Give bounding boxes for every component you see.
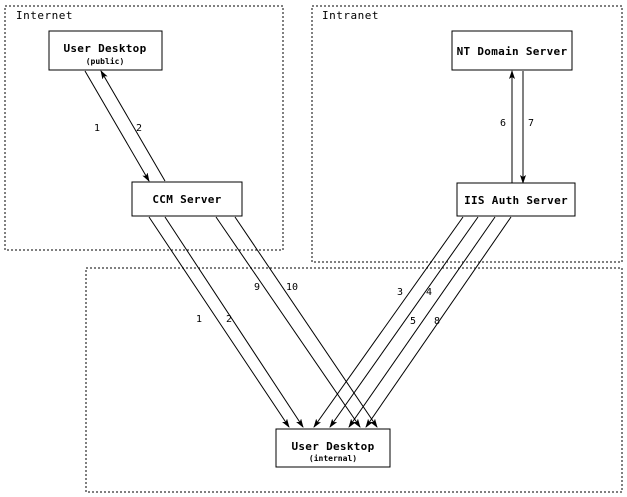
flow-line-flow-5: [348, 216, 496, 428]
flow-labels-layer: 1 2 6 7 1 2 9 10 3 4 5 8: [94, 118, 534, 327]
zone-boundary-intranet: [311, 5, 623, 263]
flow-line-flow-10: [234, 216, 378, 428]
zone-label-intranet: Intranet: [322, 9, 379, 22]
flow-line-flow-1-internal: [148, 216, 290, 428]
flows-layer: [84, 70, 526, 428]
node-ccm-server[interactable]: CCM Server: [131, 181, 243, 217]
node-label-iis-auth-server: IIS Auth Server: [464, 194, 568, 207]
node-label-ccm-server: CCM Server: [152, 193, 221, 206]
node-label-user-desktop-public: User Desktop: [63, 42, 146, 55]
zone-label-internet: Internet: [16, 9, 73, 22]
flow-step-label-flow-4: 4: [426, 287, 432, 298]
flow-step-label-flow-5: 5: [410, 316, 416, 327]
flow-step-label-flow-3: 3: [397, 287, 403, 298]
flow-step-label-flow-2-internal: 2: [226, 314, 232, 325]
node-nt-domain-server[interactable]: NT Domain Server: [451, 30, 573, 71]
zones-layer: Internet Intranet: [4, 5, 623, 493]
flow-line-flow-4: [329, 216, 479, 428]
node-user-desktop-internal[interactable]: User Desktop(internal): [275, 428, 391, 468]
node-box-user-desktop-internal[interactable]: [275, 428, 391, 468]
zone-boundary-internal-zone: [85, 267, 623, 493]
flow-step-label-flow-1-internal: 1: [196, 314, 202, 325]
flow-step-label-flow-8: 8: [434, 316, 440, 327]
flow-line-flow-2-public: [100, 70, 166, 182]
node-box-nt-domain-server[interactable]: [451, 30, 573, 71]
node-box-iis-auth-server[interactable]: [456, 182, 576, 217]
flow-step-label-flow-6-iis-to-nt: 6: [500, 118, 506, 129]
flow-line-flow-3: [313, 216, 464, 428]
node-sublabel-user-desktop-public: (public): [86, 56, 125, 66]
flow-step-label-flow-1-public: 1: [94, 123, 100, 134]
flow-line-flow-8: [365, 216, 512, 428]
flow-step-label-flow-2-public: 2: [136, 123, 142, 134]
node-box-ccm-server[interactable]: [131, 181, 243, 217]
node-label-nt-domain-server: NT Domain Server: [457, 45, 568, 58]
node-box-user-desktop-public[interactable]: [48, 30, 163, 71]
node-iis-auth-server[interactable]: IIS Auth Server: [456, 182, 576, 217]
node-label-user-desktop-internal: User Desktop: [291, 440, 374, 453]
flow-line-flow-1-public: [84, 70, 150, 182]
flow-line-flow-9: [215, 216, 361, 428]
node-sublabel-user-desktop-internal: (internal): [309, 453, 357, 463]
node-user-desktop-public[interactable]: User Desktop(public): [48, 30, 163, 71]
flow-step-label-flow-7-nt-to-iis: 7: [528, 118, 534, 129]
flow-step-label-flow-9: 9: [254, 282, 260, 293]
flow-step-label-flow-10: 10: [286, 282, 298, 293]
zone-boundary-internet: [4, 5, 284, 251]
flow-line-flow-2-internal: [164, 216, 304, 428]
